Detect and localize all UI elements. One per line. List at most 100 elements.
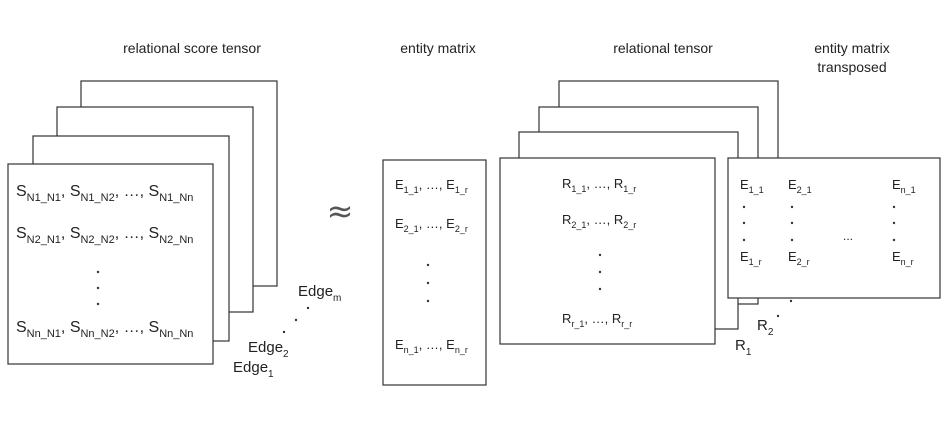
entity-matrix-transposed-title-line1: entity matrix [814,40,889,56]
entity-transposed-cell: En_r​ [892,249,914,267]
relational-tensor-row: R1_1​, …, R1_r​ [562,176,636,194]
symbol-subscript: Nn_N1 [27,328,61,340]
symbol-subscript: 2_r [455,224,468,234]
entity-transposed-cell: E2_1​ [788,177,812,195]
symbol-base: E [446,216,455,231]
entity-transposed-cell: E1_1​ [740,177,764,195]
symbol-base: S [16,319,27,336]
entity-transposed-middle-ellipsis: ... [843,229,853,243]
symbol-base: S [149,183,160,200]
symbol-subscript: N1_N1 [27,192,61,204]
symbol-subscript: 2 [283,349,289,360]
entity-matrix-transposed-box [727,157,941,299]
symbol-subscript: N2_N2 [80,234,114,246]
separator: , …, [419,216,446,231]
symbol-subscript: 1_r [455,185,468,195]
ellipsis-dot [790,238,794,242]
separator: , …, [586,176,613,191]
ellipsis-dot [742,238,746,242]
symbol-base: E [395,216,404,231]
symbol-base: Edge [248,339,283,356]
symbol-base: E [788,249,797,264]
symbol-subscript: r_1 [571,319,584,329]
symbol-subscript: N1_Nn [159,192,193,204]
separator: , …, [115,319,149,336]
entity-matrix-row: E2_1​, …, E2_r​ [395,216,468,234]
symbol-subscript: Nn_N2 [80,328,114,340]
separator: , …, [419,177,446,192]
score-tensor-row-ellipsis [96,270,100,306]
symbol-subscript: n_1 [901,185,916,195]
ellipsis-dot [426,299,430,303]
symbol-subscript: n_r [455,345,468,355]
score-tensor-row: SNn_N1​, SNn_N2​, …, SNn_Nn​ [16,319,193,340]
symbol-base: R [562,176,571,191]
ellipsis-dot [892,221,896,225]
ellipsis-dot [96,286,100,290]
symbol-base: E [446,337,455,352]
ellipsis-dot [776,314,780,318]
ellipsis-dot [742,205,746,209]
ellipsis-dot [426,281,430,285]
entity-transposed-cell: E1_r​ [740,249,762,267]
symbol-base: E [740,249,749,264]
entity-transposed-cell: E2_r​ [788,249,810,267]
symbol-base: E [446,177,455,192]
symbol-subscript: 2_r [797,257,810,267]
symbol-subscript: 1_1 [749,185,764,195]
entity-matrix-transposed-title-line2: transposed [817,59,886,75]
separator: , [61,225,70,242]
ellipsis-dot [426,263,430,267]
relational-tensor-row: R2_1​, …, R2_r​ [562,212,636,230]
approx-symbol: ≈ [327,192,354,230]
ellipsis-dot [282,330,286,334]
relational-slice-label: R2​ [757,317,774,338]
symbol-subscript: 1_1 [571,184,586,194]
edge-label: Edge1​ [233,359,274,380]
score-tensor-cells: SN1_N1​, SN1_N2​, …, SN1_Nn​SN2_N1​, SN2… [16,183,193,340]
score-tensor-title: relational score tensor [123,40,261,56]
edge-label-dots [282,306,310,334]
symbol-subscript: 2_1 [571,220,586,230]
symbol-subscript: 1_r [623,184,636,194]
symbol-base: Edge [233,359,268,376]
separator: , …, [584,311,611,326]
symbol-base: S [70,183,81,200]
relational-tensor-title: relational tensor [613,40,713,56]
ellipsis-dot [789,299,793,303]
relational-tensor-cells: R1_1​, …, R1_r​R2_1​, …, R2_r​Rr_1​, …, … [562,176,636,329]
symbol-base: E [892,249,901,264]
symbol-base: S [16,225,27,242]
entity-transposed-cell: En_1​ [892,177,916,195]
symbol-base: E [788,177,797,192]
symbol-base: E [740,177,749,192]
symbol-base: R [757,317,768,334]
symbol-subscript: m [333,293,341,304]
symbol-base: R [614,176,623,191]
symbol-subscript: 2 [768,327,774,338]
symbol-subscript: Nn_Nn [159,328,193,340]
symbol-base: R [562,311,571,326]
separator: , [61,183,70,200]
score-tensor-row: SN1_N1​, SN1_N2​, …, SN1_Nn​ [16,183,193,204]
entity-transposed-cells: E1_1​ E2_1​ En_1​ E1_r​ E2_r​ En_r​ [740,177,916,267]
symbol-subscript: r_r [621,319,632,329]
entity-matrix-row: E1_1​, …, E1_r​ [395,177,468,195]
symbol-base: E [395,177,404,192]
entity-matrix-row-ellipsis [426,263,430,303]
symbol-base: E [892,177,901,192]
symbol-base: R [562,212,571,227]
ellipsis-dot [598,253,602,257]
ellipsis-dot [294,318,298,322]
entity-matrix-row: En_1​, …, En_r​ [395,337,468,355]
edge-label: Edgem​ [298,283,341,304]
ellipsis-dot [306,306,310,310]
ellipsis-dot [892,238,896,242]
ellipsis-dot [96,302,100,306]
relational-slice-labels: R1​R2​ [735,317,774,358]
symbol-subscript: N1_N2 [80,192,114,204]
symbol-base: S [70,319,81,336]
edge-label: Edge2​ [248,339,289,360]
ellipsis-dot [892,205,896,209]
symbol-subscript: n_1 [404,345,419,355]
